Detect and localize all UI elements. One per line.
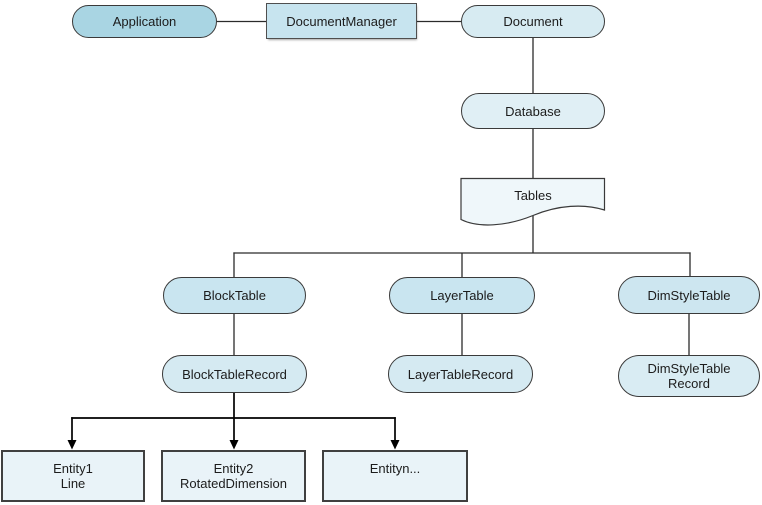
node-document: Document <box>461 5 605 38</box>
node-document-manager: DocumentManager <box>266 3 417 39</box>
node-label: Document <box>503 14 563 29</box>
node-application: Application <box>72 5 217 38</box>
node-entity1: Entity1 Line <box>1 450 145 502</box>
node-label: Tables <box>514 187 552 203</box>
node-block-table-record: BlockTableRecord <box>162 355 307 393</box>
node-label: Database <box>505 103 561 119</box>
node-label: LayerTableRecord <box>407 366 514 382</box>
node-label: BlockTable <box>203 288 266 303</box>
node-tables-label: Tables <box>461 181 605 209</box>
arrowhead-entity1 <box>67 440 77 450</box>
node-label-line1: DimStyleTable <box>647 361 731 376</box>
arrowhead-entity2 <box>229 440 239 450</box>
node-layer-table: LayerTable <box>389 277 535 314</box>
node-label-line2: Line <box>60 476 86 491</box>
node-label: BlockTableRecord <box>182 366 287 382</box>
node-label-line1: Entity1 <box>53 461 93 476</box>
node-entity2: Entity2 RotatedDimension <box>161 450 306 502</box>
arrowhead-entityn <box>390 440 400 450</box>
node-dim-style-table: DimStyleTable <box>618 276 760 314</box>
node-layer-table-record: LayerTableRecord <box>388 355 533 393</box>
node-label: DimStyleTable <box>647 287 731 303</box>
node-label-line2: Record <box>668 376 710 391</box>
node-database: Database <box>461 93 605 129</box>
node-label-line2: RotatedDimension <box>180 476 287 491</box>
node-block-table: BlockTable <box>163 277 306 314</box>
node-label: DocumentManager <box>286 13 397 29</box>
node-entityn: Entityn... <box>322 450 468 502</box>
node-label: LayerTable <box>430 288 494 303</box>
tables-document-shape <box>460 177 606 226</box>
node-dim-style-table-record: DimStyleTable Record <box>618 355 760 397</box>
node-label: Application <box>112 14 177 29</box>
node-label-line1: Entityn... <box>369 461 421 476</box>
node-label-line1: Entity2 <box>213 461 254 476</box>
